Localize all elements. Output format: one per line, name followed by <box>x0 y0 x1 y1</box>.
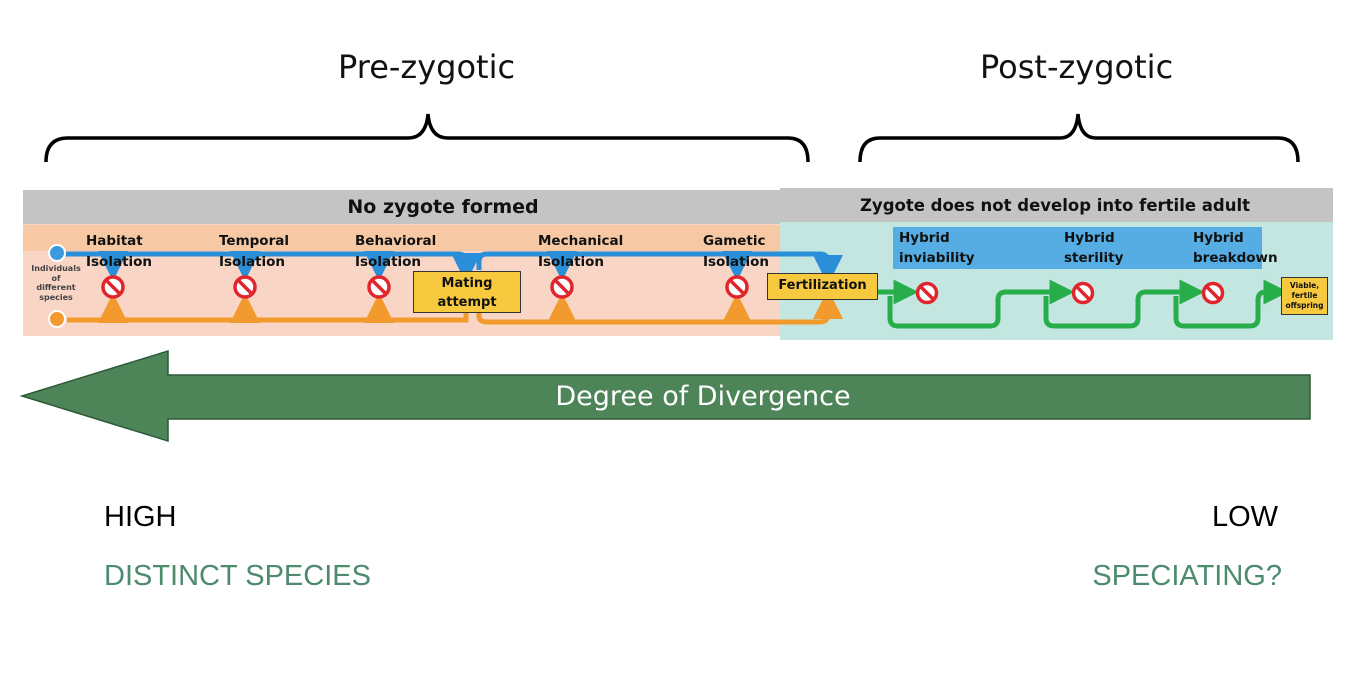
barrier-label-line: sterility <box>1064 250 1124 266</box>
low-label: LOW <box>1211 501 1278 533</box>
barrier-label-hybrid-inviability: Hybrid inviability <box>899 228 975 268</box>
pre-zygotic-band-title: No zygote formed <box>347 196 539 218</box>
barrier-label-line: Hybrid <box>1064 230 1115 246</box>
mating-attempt-box: Mating attempt <box>413 271 521 313</box>
divergence-label: Degree of Divergence <box>555 381 851 412</box>
start-label-line: species <box>39 292 73 302</box>
mating-attempt-line: attempt <box>437 295 497 310</box>
post-zygotic-label-box <box>893 227 1262 269</box>
post-zygotic-brace <box>858 113 1300 163</box>
stop-icon <box>233 275 257 299</box>
blue-arrow-path <box>65 251 843 285</box>
barrier-label-line: Hybrid <box>899 230 950 246</box>
start-label: Individuals of different species <box>25 264 87 302</box>
barrier-label-line: Gametic <box>703 233 766 249</box>
pre-zygotic-band-header <box>23 190 828 224</box>
pre-zygotic-band-top <box>23 225 828 251</box>
stop-icon <box>101 275 125 299</box>
viable-offspring-box: Viable, fertile offspring <box>1281 277 1328 315</box>
barrier-label-line: Mechanical <box>538 233 624 249</box>
stop-icon <box>725 275 749 299</box>
pre-zygotic-brace <box>44 113 810 163</box>
barrier-label-line: Isolation <box>86 254 153 270</box>
stop-icon <box>550 275 574 299</box>
stop-icon <box>915 281 939 305</box>
stop-icon <box>1071 281 1095 305</box>
barrier-label-gametic: Gametic Isolation <box>703 231 769 273</box>
barrier-label-line: Isolation <box>703 254 770 270</box>
speciating-label: SPECIATING? <box>1092 560 1282 592</box>
high-label: HIGH <box>104 501 177 533</box>
start-label-line: of <box>51 273 61 283</box>
mating-attempt-line: Mating <box>441 276 493 291</box>
pre-zygotic-heading: Pre-zygotic <box>338 48 516 86</box>
barrier-label-hybrid-sterility: Hybrid sterility <box>1064 228 1123 268</box>
barrier-label-line: Isolation <box>538 254 605 270</box>
barrier-label-line: inviability <box>899 250 975 266</box>
barrier-label-temporal: Temporal Isolation <box>219 231 289 273</box>
orange-arrow-path <box>67 289 843 325</box>
barrier-label-line: Temporal <box>219 233 289 249</box>
barrier-label-hybrid-breakdown: Hybrid breakdown <box>1193 228 1278 268</box>
distinct-species-label: DISTINCT SPECIES <box>104 560 371 592</box>
post-zygotic-heading: Post-zygotic <box>980 48 1174 86</box>
barrier-label-line: Isolation <box>219 254 286 270</box>
stop-icon <box>367 275 391 299</box>
species-a-circle <box>48 244 66 262</box>
viable-offspring-line: offspring <box>1285 301 1324 310</box>
post-zygotic-band-title: Zygote does not develop into fertile adu… <box>859 196 1251 215</box>
barrier-label-line: Behavioral <box>355 233 437 249</box>
barrier-label-line: Isolation <box>355 254 422 270</box>
species-b-circle <box>48 310 66 328</box>
barrier-label-line: Habitat <box>86 233 143 249</box>
barrier-label-habitat: Habitat Isolation <box>86 231 152 273</box>
post-zygotic-band-header <box>780 188 1333 222</box>
viable-offspring-line: Viable, <box>1289 281 1320 290</box>
viable-offspring-line: fertile <box>1291 291 1318 300</box>
start-label-line: different <box>36 283 76 292</box>
stop-icon <box>1201 281 1225 305</box>
barrier-label-line: Hybrid <box>1193 230 1244 246</box>
fertilization-box: Fertilization <box>767 273 878 300</box>
green-arrow-path <box>878 279 1289 329</box>
start-label-line: Individuals <box>31 264 81 273</box>
barrier-label-line: breakdown <box>1193 250 1278 266</box>
divergence-arrow <box>19 349 1311 443</box>
barrier-label-mechanical: Mechanical Isolation <box>538 231 623 273</box>
barrier-label-behavioral: Behavioral Isolation <box>355 231 436 273</box>
